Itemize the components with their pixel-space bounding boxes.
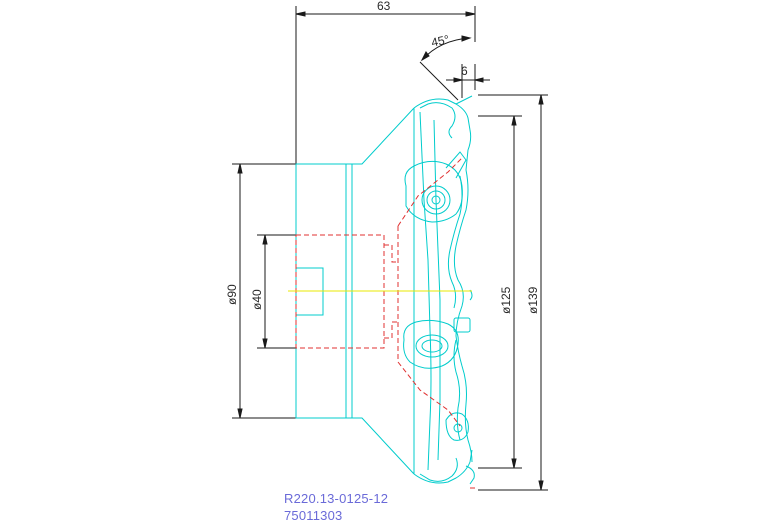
dimension-dia-90 bbox=[232, 163, 296, 419]
dim-label-dia-139: ø139 bbox=[526, 286, 540, 314]
item-code-caption: 75011303 bbox=[284, 508, 343, 523]
dim-label-6: 6 bbox=[461, 64, 468, 78]
hidden-lines bbox=[295, 157, 478, 489]
dimension-6 bbox=[446, 64, 490, 98]
dim-label-dia-125: ø125 bbox=[499, 286, 513, 314]
dim-label-63: 63 bbox=[377, 0, 391, 13]
dim-label-dia-90: ø90 bbox=[225, 284, 239, 305]
dimension-63 bbox=[295, 6, 476, 164]
dimension-dia-139 bbox=[478, 94, 548, 491]
cutter-body-outline bbox=[295, 95, 475, 485]
dimension-dia-125 bbox=[478, 115, 522, 469]
dimension-dia-40 bbox=[257, 234, 296, 349]
part-number-caption: R220.13-0125-12 bbox=[284, 491, 389, 506]
dimension-45-angle bbox=[419, 35, 472, 101]
dim-label-45: 45° bbox=[430, 32, 451, 50]
dim-label-dia-40: ø40 bbox=[250, 289, 264, 310]
